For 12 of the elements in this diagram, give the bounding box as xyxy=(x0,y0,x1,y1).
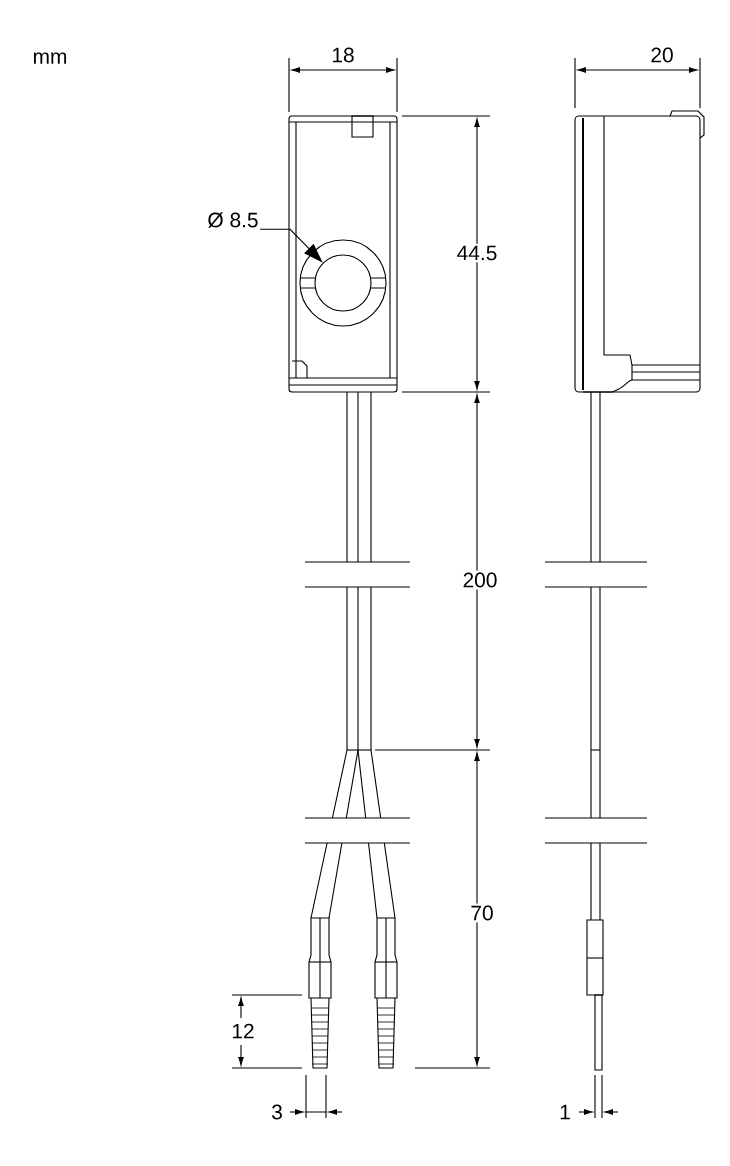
dimension-label: 3 xyxy=(272,1104,282,1120)
leader-line xyxy=(259,228,323,263)
dimension-label: 1 xyxy=(560,1104,570,1120)
dimension-label: 12 xyxy=(232,1023,254,1039)
dimension-label: 18 xyxy=(332,47,354,63)
dimension-label: 70 xyxy=(468,903,496,923)
dimension-label: Ø 8.5 xyxy=(208,212,258,228)
unit-label: mm xyxy=(33,52,67,64)
hole xyxy=(314,254,372,312)
dimension-label: 200 xyxy=(460,570,500,590)
dimension-label: 20 xyxy=(651,47,673,63)
dimension-label: 44.5 xyxy=(454,243,500,263)
